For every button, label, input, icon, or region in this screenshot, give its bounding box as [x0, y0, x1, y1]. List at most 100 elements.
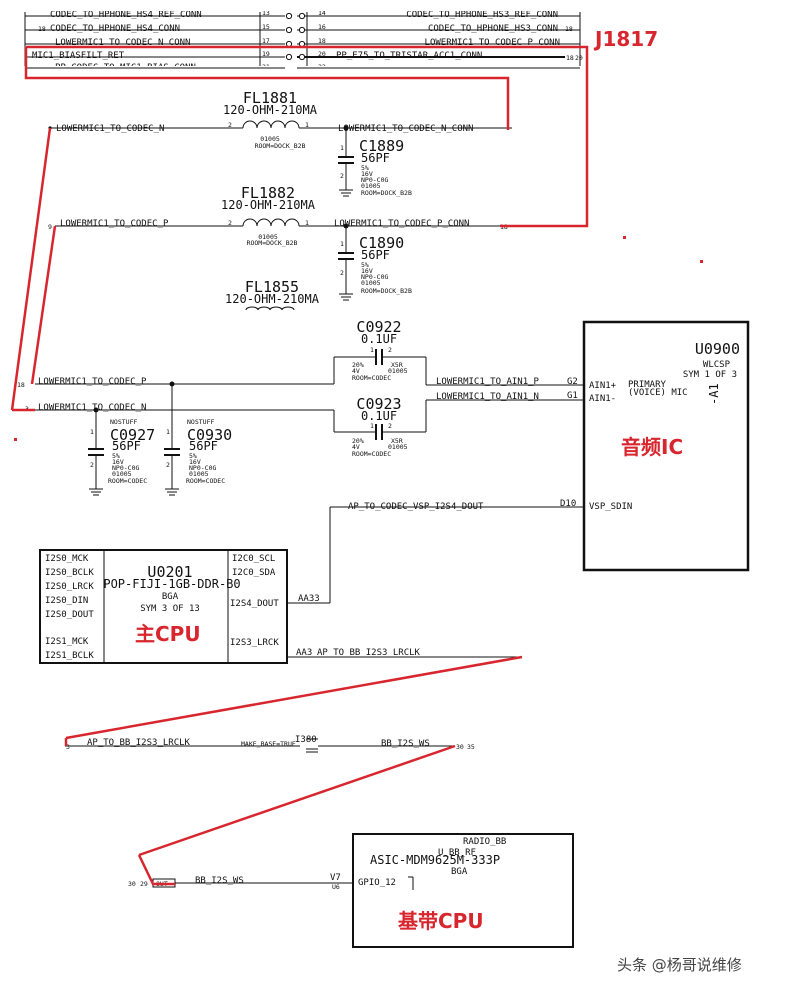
cap-value: 0.1UF — [361, 409, 397, 423]
soc-symbol: SYM 3 OF 13 — [140, 604, 200, 614]
soc-pin-label: I2S0_DIN — [45, 596, 88, 606]
net-label: BB_I2S_WS — [381, 739, 430, 749]
connector-pin-number: 19 — [262, 50, 270, 58]
net-label: AP_TO_CODEC_VSP_I2S4_DOUT — [348, 502, 484, 512]
cap-dielectric: NP0-C0G — [361, 273, 388, 281]
net-label: LOWERMIC1_TO_CODEC_N — [38, 403, 146, 413]
page-ref: 9 — [48, 223, 52, 231]
connector-pin-number: 13 — [262, 9, 270, 17]
connector-net-label: CODEC_TO_HPHONE_HS4_REF_CONN — [50, 10, 202, 20]
baseband-title: RADIO_BB — [463, 837, 506, 847]
cap-room: ROOM=DOCK_B2B — [361, 189, 412, 197]
pin-ball: D10 — [560, 499, 576, 509]
cap-tolerance: 5% — [361, 261, 369, 269]
filter-room: ROOM=DOCK_B2B — [247, 239, 298, 247]
baseband-u-bb-rf: RADIO_BB U_BB_RF ASIC-MDM9625M-333P BGA … — [352, 833, 574, 948]
connector-pin-number: 18 — [318, 37, 326, 45]
lrclk-net: AA3 AP_TO_BB_I2S3_LRCLK — [286, 648, 522, 658]
pin-ball: AA33 — [298, 594, 320, 604]
connector-net-label: PP_E75_TO_TRISTAR_ACC1_CONN — [336, 51, 482, 61]
cap-value: 56PF — [361, 248, 390, 262]
cap-voltage: 4V — [352, 367, 360, 375]
net-label: LOWERMIC1_TO_CODEC_P — [38, 377, 147, 387]
ws-net: AP_TO_BB_I2S3_LRCLK MAKE_BASE=TRUE I380 … — [65, 735, 475, 753]
soc-pin-label: I2S0_MCK — [45, 554, 89, 564]
connector-row: CODEC_TO_HPHONE_HS4_REF_CONN 13 14 CODEC… — [25, 9, 580, 20]
pin-number: 2 — [388, 422, 392, 430]
codec-symbol: SYM 1 OF 3 — [683, 370, 737, 380]
capacitor-c1889: 1 2 C1889 56PF 5% 16V NP0-C0G 01005 ROOM… — [338, 128, 412, 197]
cap-ref: C0930 — [187, 426, 232, 444]
net-label: LOWERMIC1_TO_CODEC_N — [56, 124, 164, 134]
soc-pin-label: I2S0_LRCK — [45, 582, 94, 592]
pin-number: 1 — [340, 144, 344, 152]
connector-pin-number: 15 — [262, 23, 270, 31]
codec-part-suffix: -A1 — [707, 383, 721, 405]
page-ref: 18 — [566, 54, 574, 62]
codec-package: WLCSP — [703, 360, 731, 370]
filter-room: ROOM=DOCK_B2B — [255, 142, 306, 150]
cap-package: 01005 — [112, 470, 132, 478]
filter-ref: FL1882 — [241, 184, 295, 202]
cap-room: ROOM=CODEC — [108, 477, 147, 485]
net-label: LOWERMIC1_TO_AIN1_N — [436, 392, 539, 402]
soc-part: POP-FIJI-1GB-DDR-B0 — [103, 577, 240, 591]
cap-package: 01005 — [189, 470, 209, 478]
filter-fl1855: FL1855 120-OHM-210MA — [225, 278, 320, 311]
cap-tolerance: 5% — [112, 452, 120, 460]
soc-pin-label: I2S0_BCLK — [45, 568, 94, 578]
net-label: LOWERMIC1_TO_CODEC_P — [60, 219, 169, 229]
pin-ball: U6 — [332, 883, 340, 891]
cap-dielectric: NP0-C0G — [361, 176, 388, 184]
cap-ref: C0922 — [356, 318, 401, 336]
baseband-pin-label: GPIO_12 — [358, 878, 396, 888]
connector-net-label: LOWERMIC1_TO_CODEC_P_CONN — [425, 38, 560, 48]
pin-ball: V7 — [330, 873, 341, 883]
soc-annotation: 主CPU — [135, 622, 201, 646]
soc-pin-label: I2S0_DOUT — [45, 610, 94, 620]
cap-value: 56PF — [112, 439, 141, 453]
pin-number: 1 — [305, 121, 309, 129]
page-ref: 3 — [66, 743, 70, 751]
connector-pin-number: 14 — [318, 9, 326, 17]
watermark: 头条 @杨哥说维修 — [617, 956, 742, 974]
codec-annotation: 音频IC — [621, 435, 683, 459]
connector-net-label: MIC1_BIASFILT_RET — [32, 51, 125, 61]
cap-dielectric: X5R — [391, 361, 403, 369]
pin-number: 2 — [228, 121, 232, 129]
cap-voltage: 16V — [361, 170, 373, 178]
connector-net-label: CODEC_TO_HPHONE_HS4_CONN — [50, 24, 180, 34]
baseband-sub: U_BB_RF — [438, 848, 476, 858]
capacitor-c0922: C0922 0.1UF 1 2 20% 4V X5R 01005 ROOM=CO… — [352, 318, 584, 387]
baseband-package: BGA — [451, 867, 468, 877]
soc-u0201: I2S0_MCK I2S0_BCLK I2S0_LRCK I2S0_DIN I2… — [39, 549, 288, 664]
pin-number: 1 — [166, 428, 170, 436]
cap-voltage: 16V — [112, 458, 124, 466]
capacitor-c0927: 1 2 NOSTUFF C0927 56PF 5% 16V NP0-C0G 01… — [88, 410, 155, 496]
filter-package: 01005 — [258, 233, 278, 241]
pin-ball: G2 — [567, 377, 578, 387]
codec-pin-label: AIN1+ — [589, 381, 617, 391]
net-label: BB_I2S_WS — [195, 876, 244, 886]
cap-package: 01005 — [388, 367, 408, 375]
soc-pin-label: I2S1_MCK — [45, 637, 89, 647]
pin-number: 2 — [340, 269, 344, 277]
pin-number: 2 — [90, 461, 94, 469]
cap-package: 01005 — [361, 182, 381, 190]
filter-fl1882: FL1882 120-OHM-210MA 2 1 01005 ROOM=DOCK… — [48, 184, 508, 247]
cap-dielectric: NP0-C0G — [112, 464, 139, 472]
ws-out-net: OUT BB_I2S_WS V7 U6 30 29 — [128, 873, 353, 891]
cap-package: 01005 — [388, 443, 408, 451]
cap-voltage: 16V — [189, 458, 201, 466]
net-label: LOWERMIC1_TO_CODEC_N_CONN — [338, 124, 473, 134]
connector-pin-number: 16 — [318, 23, 326, 31]
connector-row: MIC1_BIASFILT_RET 19 20 PP_E75_TO_TRISTA… — [25, 50, 583, 62]
cap-room: ROOM=CODEC — [186, 477, 225, 485]
baseband-part: ASIC-MDM9625M-333P — [370, 853, 500, 867]
connector-pin-number: 17 — [262, 37, 270, 45]
capacitor-c1890: 1 2 C1890 56PF 5% 16V NP0-C0G 01005 ROOM… — [338, 226, 412, 301]
soc-pin-label: I2C0_SDA — [232, 568, 276, 578]
net-label: LOWERMIC1_TO_AIN1_P — [436, 377, 540, 387]
cap-room: ROOM=CODEC — [352, 374, 391, 382]
